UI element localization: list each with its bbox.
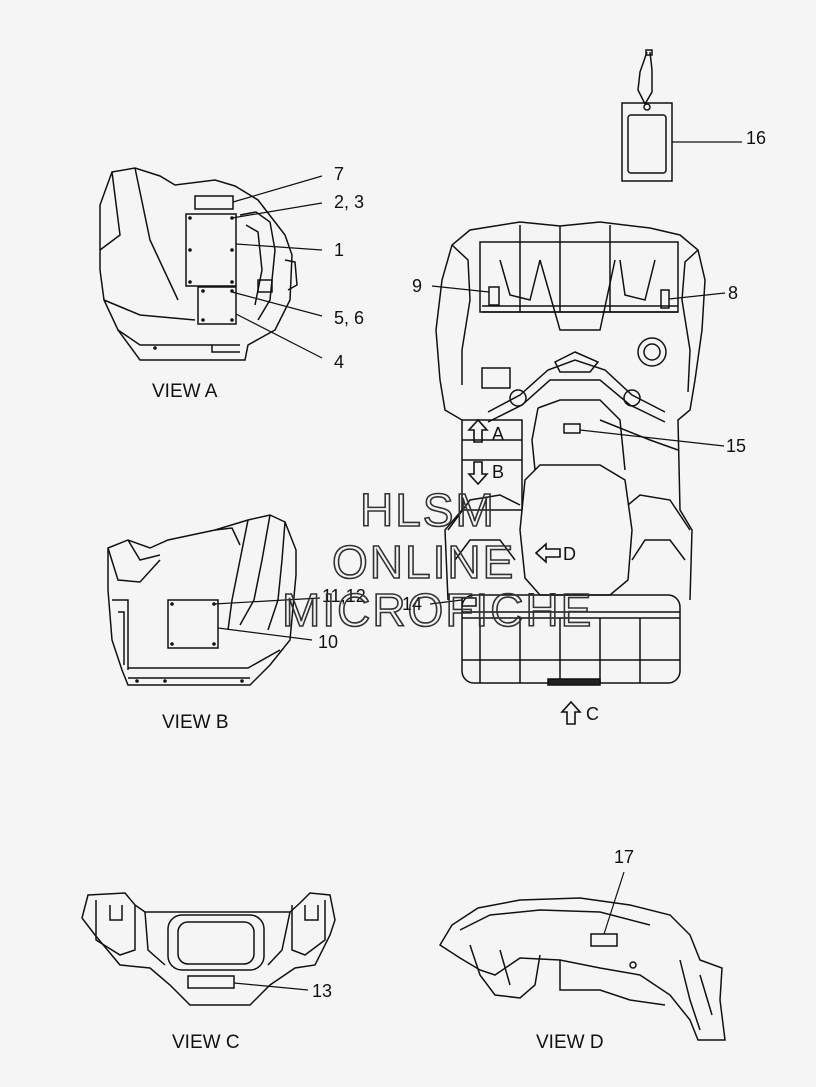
leader-13 <box>233 982 309 991</box>
callout-10: 10 <box>318 632 338 652</box>
view-a-label: VIEW A <box>152 381 218 402</box>
hang-tag-drawing <box>621 49 673 182</box>
leader-17 <box>603 871 625 935</box>
view-b-label: VIEW B <box>162 712 229 733</box>
arrow-c-icon <box>560 700 582 725</box>
view-d-label: VIEW D <box>536 1032 604 1053</box>
callout-1: 1 <box>334 240 344 260</box>
view-a-drawing <box>99 167 298 361</box>
callout-16: 16 <box>746 128 766 148</box>
arrow-b-icon <box>467 461 489 486</box>
arrow-c-label: C <box>586 704 599 724</box>
arrow-a-label: A <box>492 424 504 444</box>
view-c-drawing <box>81 892 336 1006</box>
view-c-label: VIEW C <box>172 1032 240 1053</box>
arrow-a-icon <box>467 418 489 443</box>
view-b-drawing <box>107 514 297 686</box>
callout-17: 17 <box>614 847 634 867</box>
callout-14: 14 <box>402 594 422 614</box>
callout-13: 13 <box>312 981 332 1001</box>
callout-5-6: 5, 6 <box>334 308 364 328</box>
callout-11-12: 11,12 <box>322 586 366 606</box>
callout-4: 4 <box>334 352 344 372</box>
callout-2-3: 2, 3 <box>334 192 364 212</box>
arrow-d-icon <box>534 542 561 564</box>
view-b-leader-lines <box>213 597 321 641</box>
watermark: HLSM ONLINE MICROFICHE <box>281 483 593 637</box>
callout-15: 15 <box>726 436 746 456</box>
atv-top-view <box>435 221 706 686</box>
view-a-leader-lines <box>231 175 323 359</box>
view-d-drawing <box>438 897 726 1041</box>
view-b-rivets <box>135 602 244 683</box>
top-view-leader-lines <box>429 285 726 605</box>
watermark-line-2: ONLINE <box>332 536 515 588</box>
arrow-d-label: D <box>563 544 576 564</box>
callout-8: 8 <box>728 283 738 303</box>
callout-9: 9 <box>412 276 422 296</box>
watermark-line-1: HLSM <box>360 484 496 536</box>
callout-7: 7 <box>334 164 344 184</box>
arrow-b-label: B <box>492 462 504 482</box>
watermark-line-3: MICROFICHE <box>282 584 593 636</box>
